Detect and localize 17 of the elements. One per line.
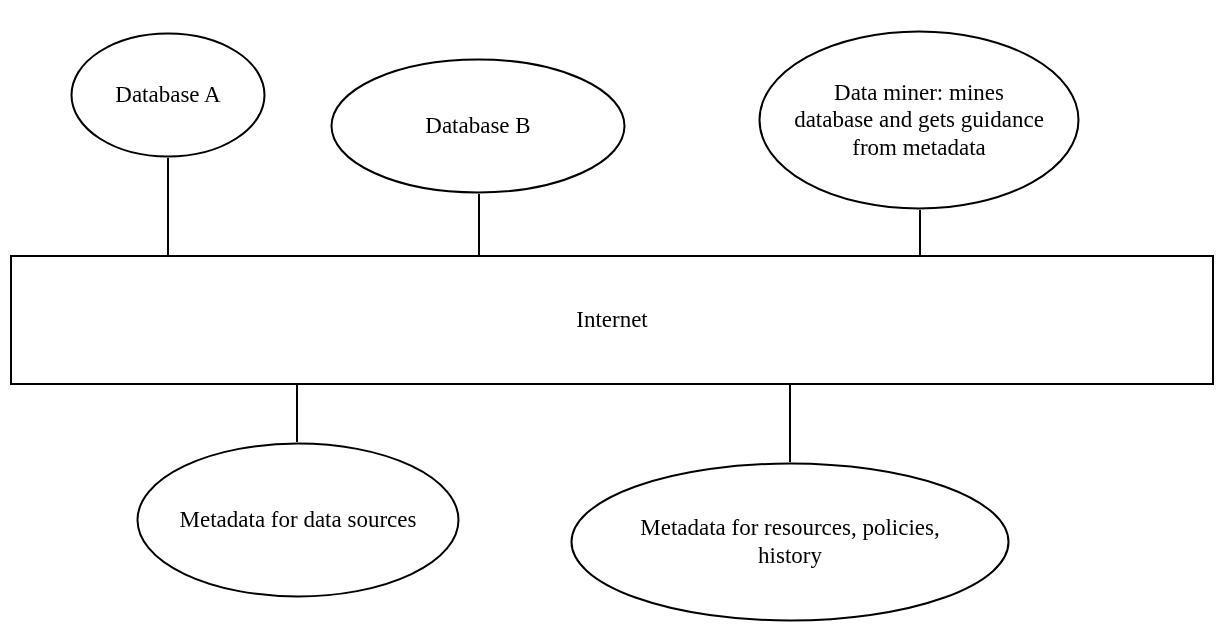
network-box [10, 255, 1214, 385]
node-label: Database B [425, 112, 531, 140]
connector-line [919, 209, 921, 256]
node-label: Metadata for resources, policies, history [640, 514, 940, 570]
ellipse-node [330, 58, 626, 194]
ellipse-node [136, 442, 460, 598]
node-label: Data miner: mines database and gets guidance from metadata [794, 78, 1044, 162]
node-label: Database A [115, 81, 221, 109]
connector-line [789, 384, 791, 463]
ellipse-node [758, 30, 1080, 210]
node-label: Metadata for data sources [179, 506, 417, 534]
connector-line [478, 193, 480, 256]
connector-line [296, 384, 298, 443]
ellipse-node [570, 462, 1010, 622]
node-label: Internet [576, 306, 648, 334]
ellipse-node [70, 32, 266, 158]
connector-line [167, 157, 169, 256]
